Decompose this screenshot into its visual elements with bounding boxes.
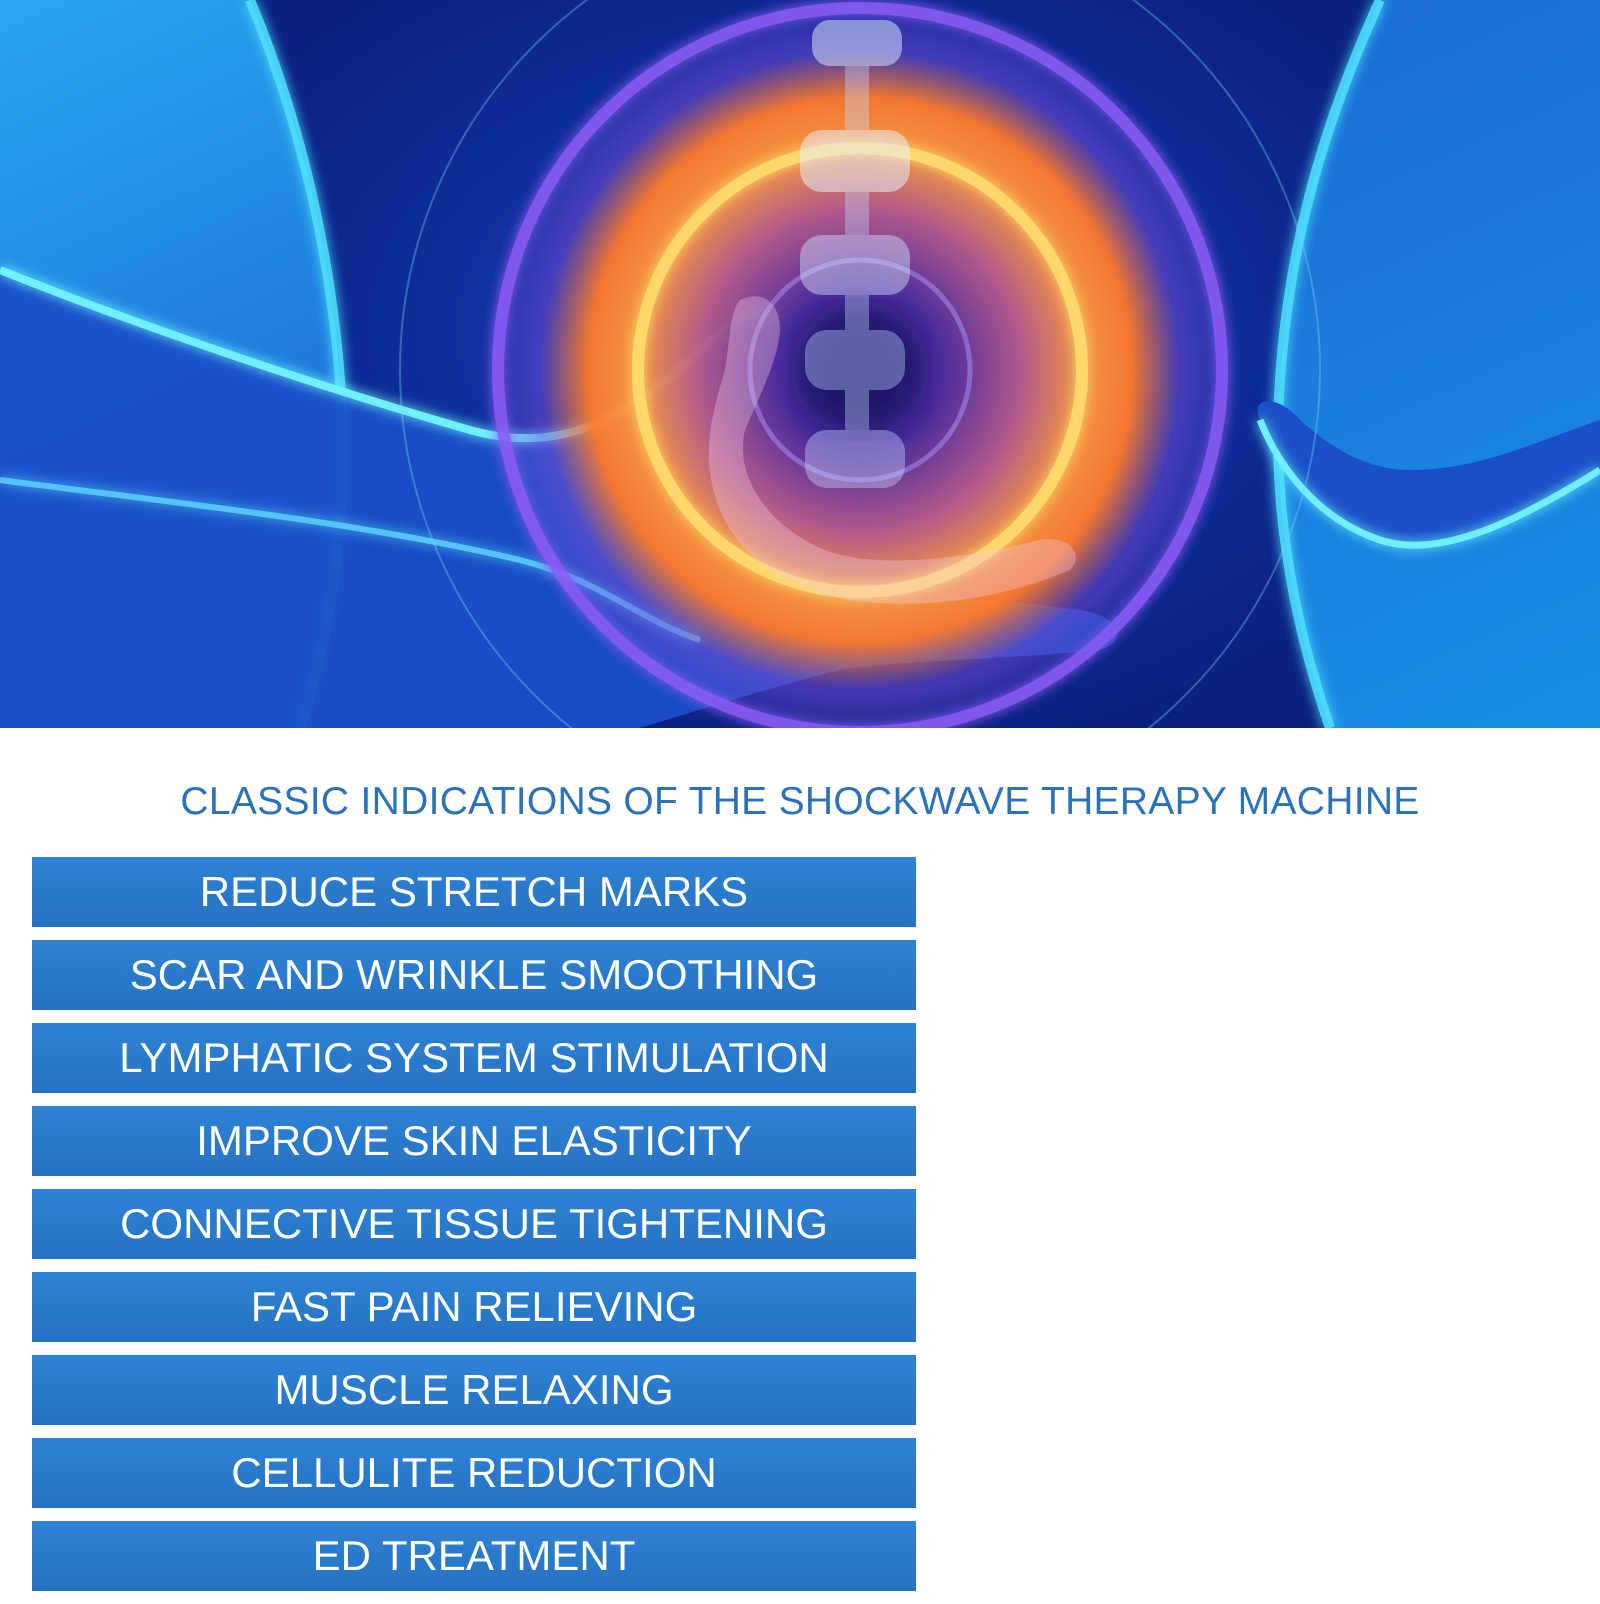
shockwave-therapy-illustration-icon xyxy=(0,0,1600,728)
indications-title: CLASSIC INDICATIONS OF THE SHOCKWAVE THE… xyxy=(180,780,1420,823)
hero-image xyxy=(0,0,1600,728)
indication-item: LYMPHATIC SYSTEM STIMULATION xyxy=(32,1023,916,1093)
indication-item: SCAR AND WRINKLE SMOOTHING xyxy=(32,940,916,1010)
indication-item: ED TREATMENT xyxy=(32,1521,916,1591)
indication-item: MUSCLE RELAXING xyxy=(32,1355,916,1425)
indication-item: IMPROVE SKIN ELASTICITY xyxy=(32,1106,916,1176)
indication-item: CONNECTIVE TISSUE TIGHTENING xyxy=(32,1189,916,1259)
indications-list: REDUCE STRETCH MARKS SCAR AND WRINKLE SM… xyxy=(32,857,916,1604)
indication-item: FAST PAIN RELIEVING xyxy=(32,1272,916,1342)
indication-item: CELLULITE REDUCTION xyxy=(32,1438,916,1508)
indication-item: REDUCE STRETCH MARKS xyxy=(32,857,916,927)
